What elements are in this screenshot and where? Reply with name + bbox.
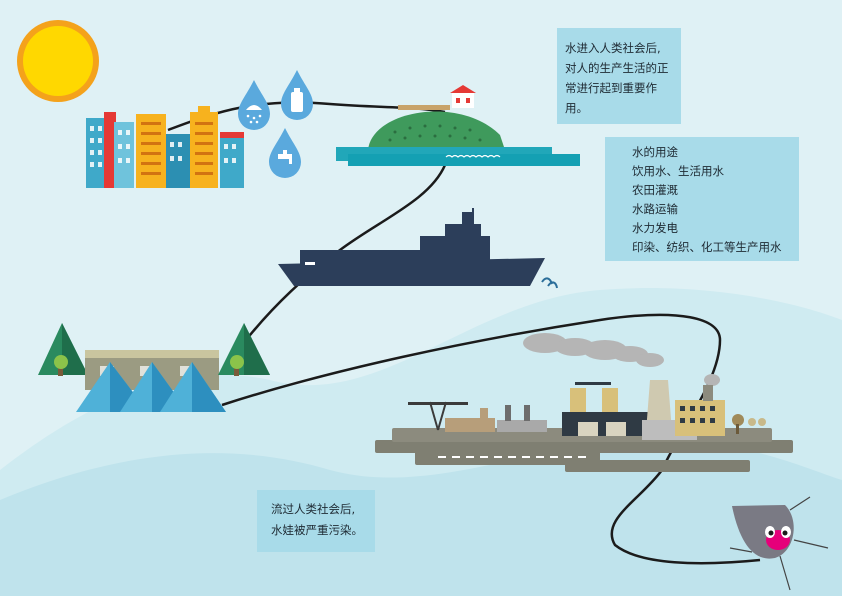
note-line: 水娃被严重污染。 — [271, 523, 363, 537]
note-line: 水进入人类社会后, — [565, 41, 661, 55]
sun-icon — [17, 20, 99, 102]
factory-complex-icon — [375, 333, 793, 472]
use-item: 农田灌溉 — [632, 183, 678, 197]
bottle-drop-icon — [281, 70, 313, 120]
shower-drop-icon — [238, 80, 270, 130]
use-item: 水力发电 — [632, 221, 678, 235]
use-item: 水路运输 — [632, 202, 678, 216]
tap-drop-icon — [269, 128, 301, 178]
note-entering-society: 水进入人类社会后, 对人的生产生活的正 常进行起到重要作 用。 — [557, 28, 681, 124]
cargo-ship-icon — [278, 208, 558, 289]
hydro-dam-icon — [38, 323, 270, 412]
use-item: 印染、纺织、化工等生产用水 — [632, 240, 782, 254]
uses-title: 水的用途 — [632, 145, 678, 159]
note-line: 流过人类社会后, — [271, 502, 356, 516]
note-water-uses: 水的用途 饮用水、生活用水 农田灌溉 水路运输 水力发电 印染、纺织、化工等生产… — [605, 137, 799, 261]
note-line: 对人的生产生活的正 — [565, 61, 669, 75]
note-after-society: 流过人类社会后, 水娃被严重污染。 — [257, 490, 375, 552]
use-item: 饮用水、生活用水 — [632, 164, 724, 178]
farm-island — [336, 85, 580, 166]
note-line: 常进行起到重要作 — [565, 81, 657, 95]
sad-water-drop-icon — [729, 496, 829, 591]
city-buildings — [86, 106, 244, 188]
note-line: 用。 — [565, 101, 588, 115]
